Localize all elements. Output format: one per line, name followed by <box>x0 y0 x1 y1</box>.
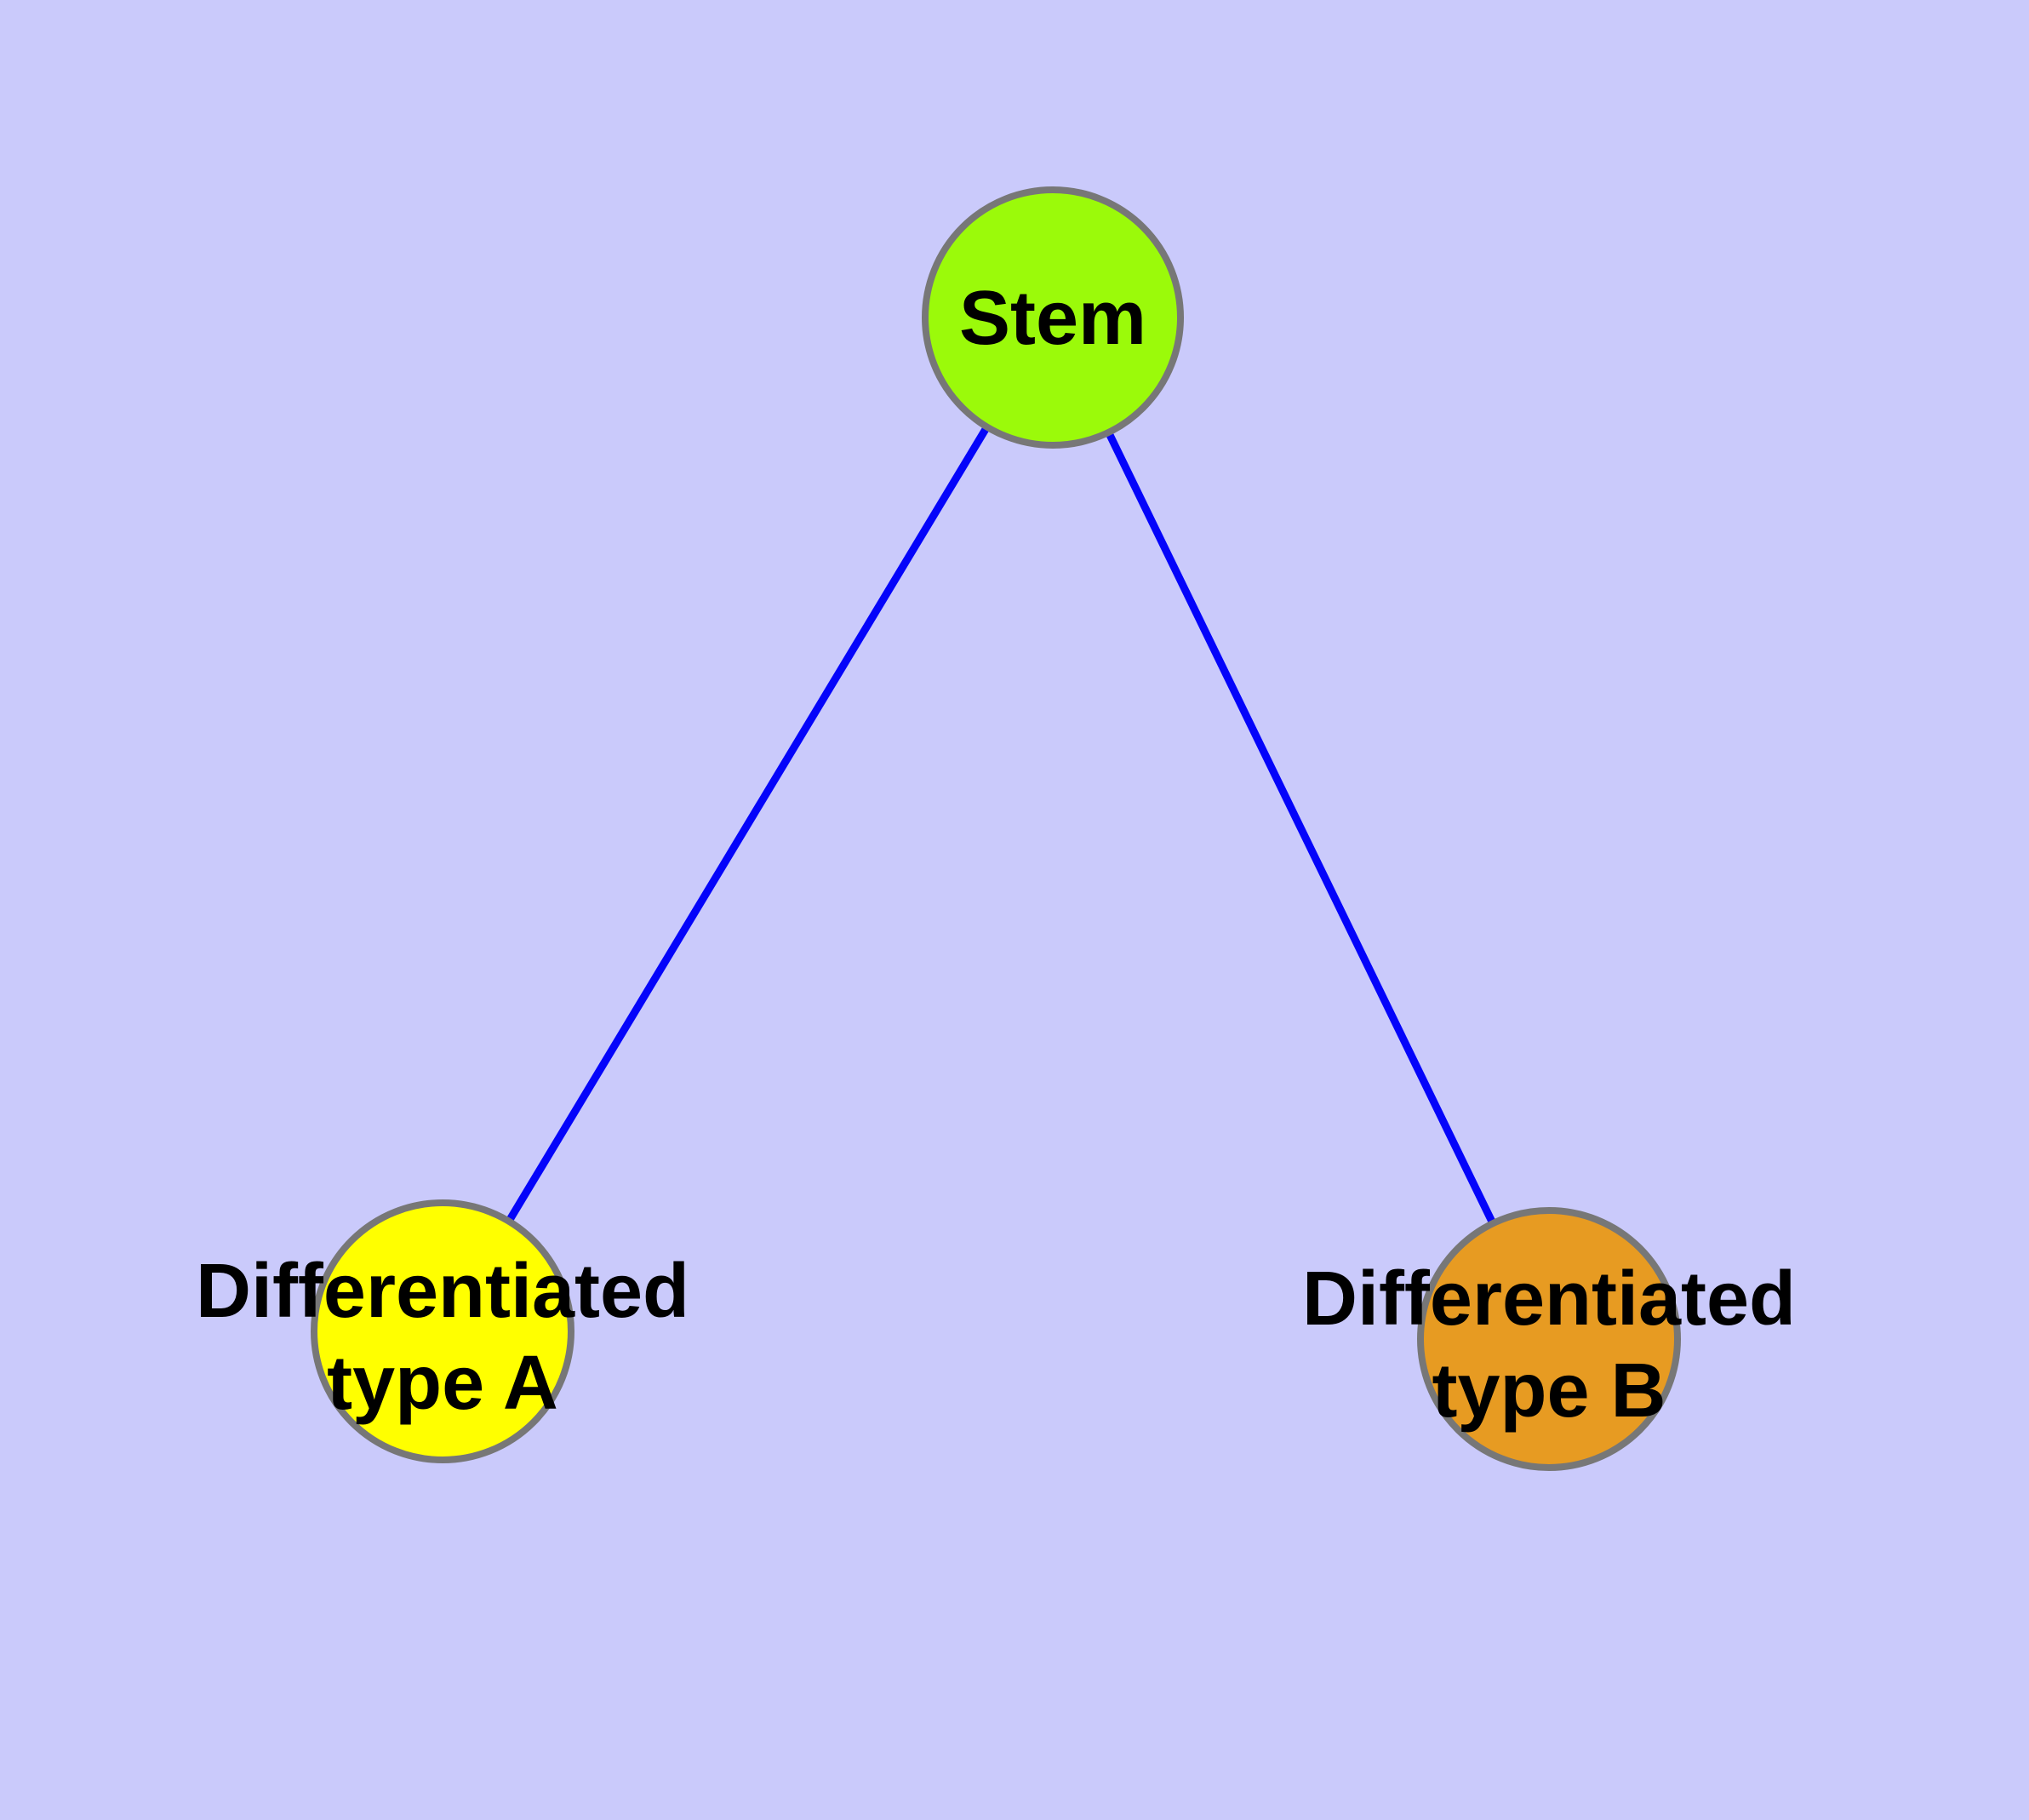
type-a-node-circle <box>311 1199 574 1463</box>
type-b-node-circle <box>1417 1207 1681 1471</box>
stem-node-label: Stem <box>959 276 1146 361</box>
node-stem: Stem <box>922 186 1184 449</box>
type-b-node-label-line2: type B <box>1432 1348 1666 1434</box>
type-a-node-label-line1: Differentiated <box>196 1249 689 1334</box>
edge-stem-to-type-a <box>439 315 1056 1334</box>
type-a-node-label-line2: type A <box>327 1341 558 1426</box>
edge-stem-to-type-b <box>1049 316 1553 1341</box>
edge-layer <box>439 315 1553 1341</box>
node-differentiated-type-a: Differentiated type A <box>196 1199 689 1463</box>
type-b-node-label-line1: Differentiated <box>1302 1256 1796 1342</box>
node-differentiated-type-b: Differentiated type B <box>1302 1207 1796 1471</box>
node-layer: Stem Differentiated type A Differentiate… <box>196 186 1796 1471</box>
stem-node-circle <box>922 186 1184 449</box>
